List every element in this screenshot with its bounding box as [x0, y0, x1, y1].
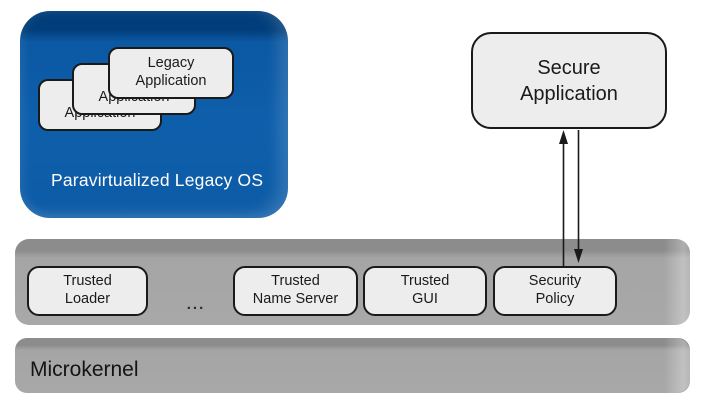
microkernel-bar: Microkernel — [15, 338, 690, 393]
microkernel-label: Microkernel — [30, 358, 139, 381]
secure-application-label: Secure Application — [520, 56, 618, 105]
secure-application-box: Secure Application — [471, 32, 667, 129]
security-policy-label: Security Policy — [528, 273, 582, 307]
trusted-components-bar: Trusted Loader ... Trusted Name Server T… — [15, 239, 690, 325]
trusted-name-server-box: Trusted Name Server — [233, 266, 358, 316]
security-policy-box: Security Policy — [493, 266, 617, 316]
trusted-gui-box: Trusted GUI — [363, 266, 487, 316]
trusted-loader-label: Trusted Loader — [63, 273, 112, 307]
ellipsis-more-components: ... — [186, 296, 206, 313]
legacy-application-box-front: Legacy Application — [108, 47, 234, 99]
legacy-application-label: Legacy Application — [135, 55, 207, 89]
trusted-gui-label: Trusted GUI — [400, 273, 450, 307]
trusted-loader-box: Trusted Loader — [27, 266, 148, 316]
trusted-name-server-label: Trusted Name Server — [252, 273, 339, 307]
legacy-os-label: Paravirtualized Legacy OS — [51, 170, 264, 190]
